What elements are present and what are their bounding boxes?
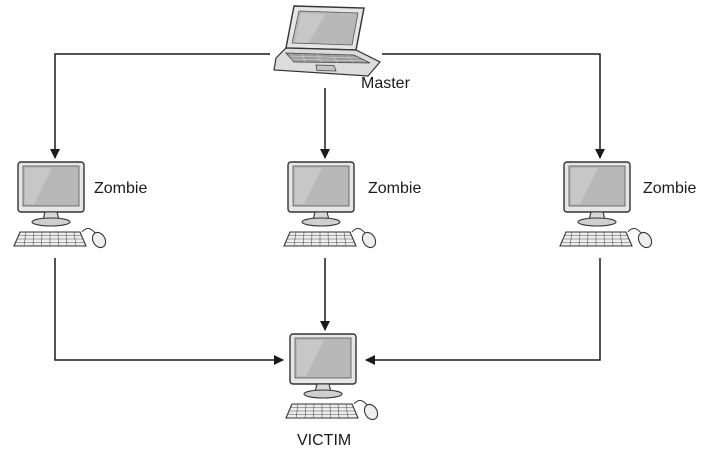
arrow-master-to-zombie-right [382, 53, 605, 159]
desktop-computer-icon [559, 161, 655, 251]
arrow-zombie-right-to-victim [365, 258, 601, 365]
arrow-zombie-left-to-victim [54, 258, 284, 365]
zombie-left-label: Zombie [94, 180, 148, 197]
zombie-right-label: Zombie [643, 180, 697, 197]
laptop-icon [273, 5, 381, 77]
desktop-computer-icon [283, 161, 379, 251]
desktop-computer-icon [285, 333, 381, 423]
master-label: Master [361, 75, 410, 92]
arrow-master-to-zombie-left [50, 53, 270, 159]
connections [50, 53, 605, 365]
victim-label: VICTIM [297, 432, 352, 449]
zombie-center-label: Zombie [368, 180, 422, 197]
desktop-computer-icon [13, 161, 109, 251]
